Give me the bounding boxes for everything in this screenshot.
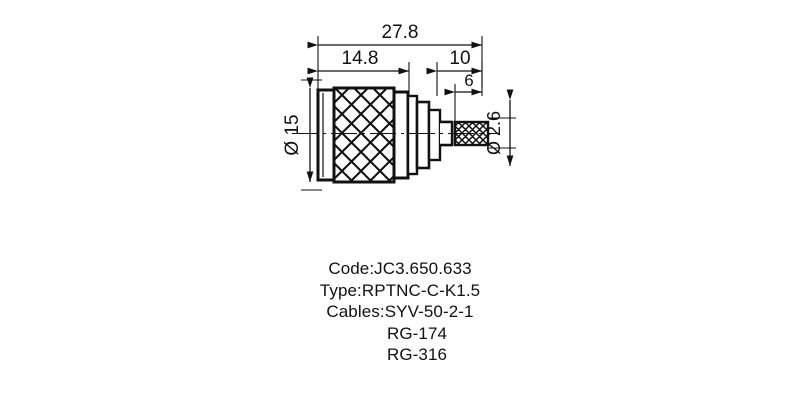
caption-line-type: Type:RPTNC-C-K1.5 bbox=[319, 280, 481, 300]
caption-line-cable-rg316: RG-316 bbox=[386, 345, 448, 364]
caption-line-cable-rg174: RG-174 bbox=[386, 323, 448, 343]
knurled-body bbox=[332, 86, 396, 184]
dimension-crimp-length: 6 bbox=[444, 71, 482, 96]
dimension-label-body-diameter: Ø 15 bbox=[282, 114, 303, 155]
dimension-label-overall: 27.8 bbox=[382, 22, 419, 43]
tail-neck bbox=[440, 120, 454, 147]
dimension-label-crimp: 6 bbox=[464, 71, 473, 90]
caption-line-cables: Cables:SYV-50-2-1 bbox=[326, 302, 474, 321]
stepped-flange bbox=[415, 100, 442, 170]
body-shoulder bbox=[392, 90, 419, 180]
caption-line-code: Code:JC3.650.633 bbox=[328, 259, 472, 278]
dimension-body-diameter: Ø 15 bbox=[282, 77, 314, 182]
coupling-nut bbox=[316, 88, 336, 182]
dimension-body-length: 14.8 bbox=[307, 48, 409, 75]
dimension-tail-length: 10 bbox=[426, 48, 482, 75]
dimension-label-tail: 10 bbox=[449, 48, 470, 69]
dimension-label-body: 14.8 bbox=[342, 48, 379, 69]
caption-block: Code:JC3.650.633 Type:RPTNC-C-K1.5 Cable… bbox=[0, 258, 800, 366]
dimension-overall-length: 27.8 bbox=[307, 22, 482, 49]
